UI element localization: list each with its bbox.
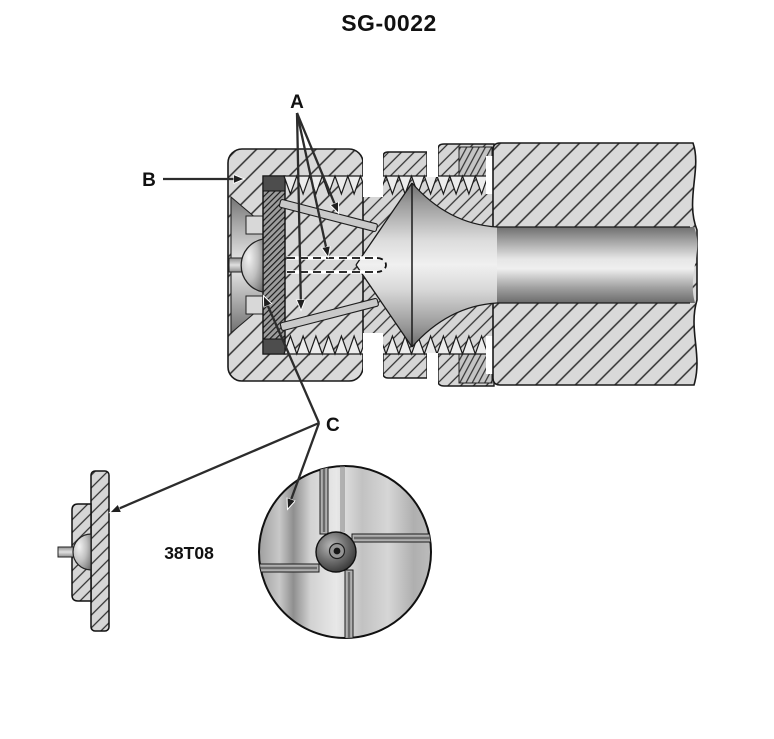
center-bore xyxy=(497,227,698,303)
callout-a-leader-1 xyxy=(295,112,338,212)
callout-a-label: A xyxy=(290,92,304,113)
strainer-grooves xyxy=(259,466,431,638)
angled-passage-lower xyxy=(279,297,379,331)
sleeve-block-bottom-left xyxy=(382,352,428,379)
strainer-side-view-part xyxy=(57,470,110,632)
center-passage-hidden xyxy=(287,256,387,274)
tube-outlines xyxy=(355,182,690,348)
callout-c-leader-3 xyxy=(288,422,321,508)
callout-c-label: C xyxy=(326,415,340,436)
strainer-plate-end-bottom xyxy=(262,338,286,355)
callout-c-leader-1 xyxy=(264,297,321,424)
strainer-flange xyxy=(90,470,110,632)
flare-cone-elevation xyxy=(356,183,497,347)
strainer-side-dome xyxy=(72,533,92,571)
callout-b-label: B xyxy=(142,170,156,191)
machining-mark xyxy=(340,466,345,532)
threads-top xyxy=(283,174,489,196)
callout-leaders xyxy=(111,112,338,512)
threads-bottom xyxy=(283,334,489,356)
main-assembly-cross-section xyxy=(227,140,698,390)
callout-a-leader-2 xyxy=(295,112,328,256)
strainer-orifice-hole xyxy=(333,547,341,555)
strainer-dome xyxy=(240,238,264,293)
detail-view-circle xyxy=(258,465,432,639)
strainer-plate-end-top xyxy=(262,175,286,192)
part-number-label: 38T08 xyxy=(164,543,214,563)
sleeve-block-top-left xyxy=(382,151,428,178)
part-separation-gaps xyxy=(363,140,494,390)
callout-a-leader-3 xyxy=(297,112,301,309)
figure-title: SG-0022 xyxy=(341,10,437,36)
callout-c-leader-2 xyxy=(111,421,320,512)
